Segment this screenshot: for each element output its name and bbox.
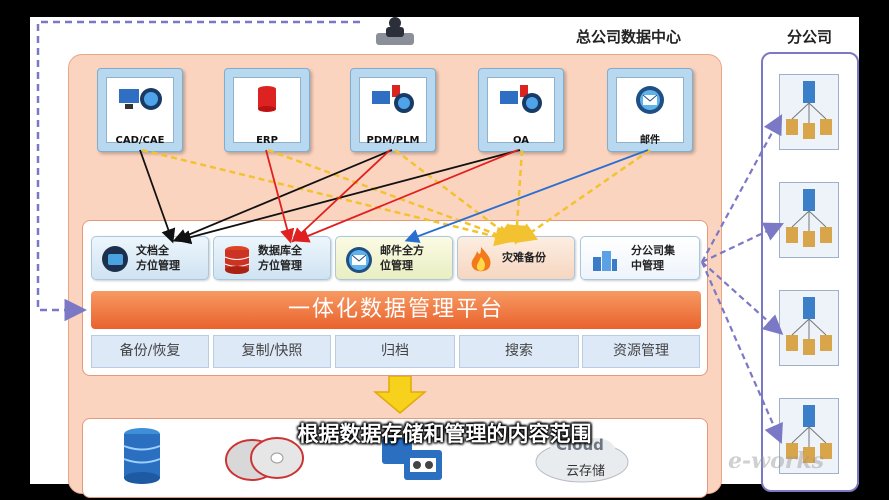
- cloud-label: Cloud: [556, 436, 604, 454]
- module-label: 方位管理: [258, 259, 302, 272]
- function-archive: 归档: [335, 335, 455, 368]
- app-oa: OA: [478, 68, 564, 152]
- function-search: 搜索: [459, 335, 579, 368]
- branch-server-group: [779, 398, 839, 474]
- branch-server-group: [779, 182, 839, 258]
- database-icon: [224, 246, 250, 274]
- module-label: 方位管理: [136, 259, 180, 272]
- module-document-mgmt: 文档全方位管理: [91, 236, 209, 280]
- function-resource-mgmt: 资源管理: [582, 335, 700, 368]
- module-label: 文档全: [136, 244, 169, 257]
- database-icon: [258, 86, 276, 112]
- computer-database-icon: [500, 85, 542, 113]
- app-label: CAD/CAE: [115, 135, 165, 146]
- function-replication-snapshot: 复制/快照: [213, 335, 331, 368]
- tape-storage-icon: [378, 430, 448, 488]
- building-icon: [593, 251, 617, 271]
- cloud-storage-icon: Cloud 云存储: [532, 430, 632, 484]
- module-mail-mgmt: 邮件全方位管理: [335, 236, 453, 280]
- computer-database-icon: [372, 85, 414, 113]
- integrated-data-platform: 一体化数据管理平台: [91, 291, 701, 329]
- function-backup-restore: 备份/恢复: [91, 335, 209, 368]
- module-label: 位管理: [380, 259, 413, 272]
- module-label: 灾难备份: [502, 251, 546, 264]
- branch-title: 分公司: [787, 28, 833, 46]
- mail-icon: [636, 86, 664, 114]
- module-label: 中管理: [631, 259, 664, 272]
- user-icon: [372, 17, 418, 47]
- branch-server-group: [779, 290, 839, 366]
- disk-storage-icon: [120, 426, 168, 488]
- video-subtitle: 根据数据存储和管理的内容范围: [297, 422, 592, 446]
- module-label: 数据库全: [258, 244, 302, 257]
- down-arrow-icon: [372, 375, 428, 414]
- app-label: PDM/PLM: [366, 135, 420, 146]
- app-mail: 邮件: [607, 68, 693, 152]
- watermark: e-works: [728, 448, 824, 474]
- module-label: 邮件全方: [380, 244, 424, 257]
- computer-globe-icon: [119, 88, 162, 110]
- app-erp: ERP: [224, 68, 310, 152]
- branch-server-group: [779, 74, 839, 150]
- app-label: OA: [513, 135, 529, 146]
- app-label: ERP: [256, 135, 278, 146]
- app-pdm-plm: PDM/PLM: [350, 68, 436, 152]
- app-cad-cae: CAD/CAE: [97, 68, 183, 152]
- fire-icon: [471, 247, 491, 272]
- module-branch-mgmt: 分公司集中管理: [580, 236, 700, 280]
- mail-icon: [346, 247, 372, 273]
- module-disaster-backup: 灾难备份: [457, 236, 575, 280]
- module-database-mgmt: 数据库全方位管理: [213, 236, 331, 280]
- hq-title: 总公司数据中心: [576, 28, 682, 46]
- cloud-storage-label: 云存储: [566, 464, 606, 479]
- folder-globe-icon: [102, 246, 128, 272]
- optical-disc-icon: [222, 430, 318, 488]
- module-label: 分公司集: [631, 244, 675, 257]
- app-label: 邮件: [640, 135, 660, 146]
